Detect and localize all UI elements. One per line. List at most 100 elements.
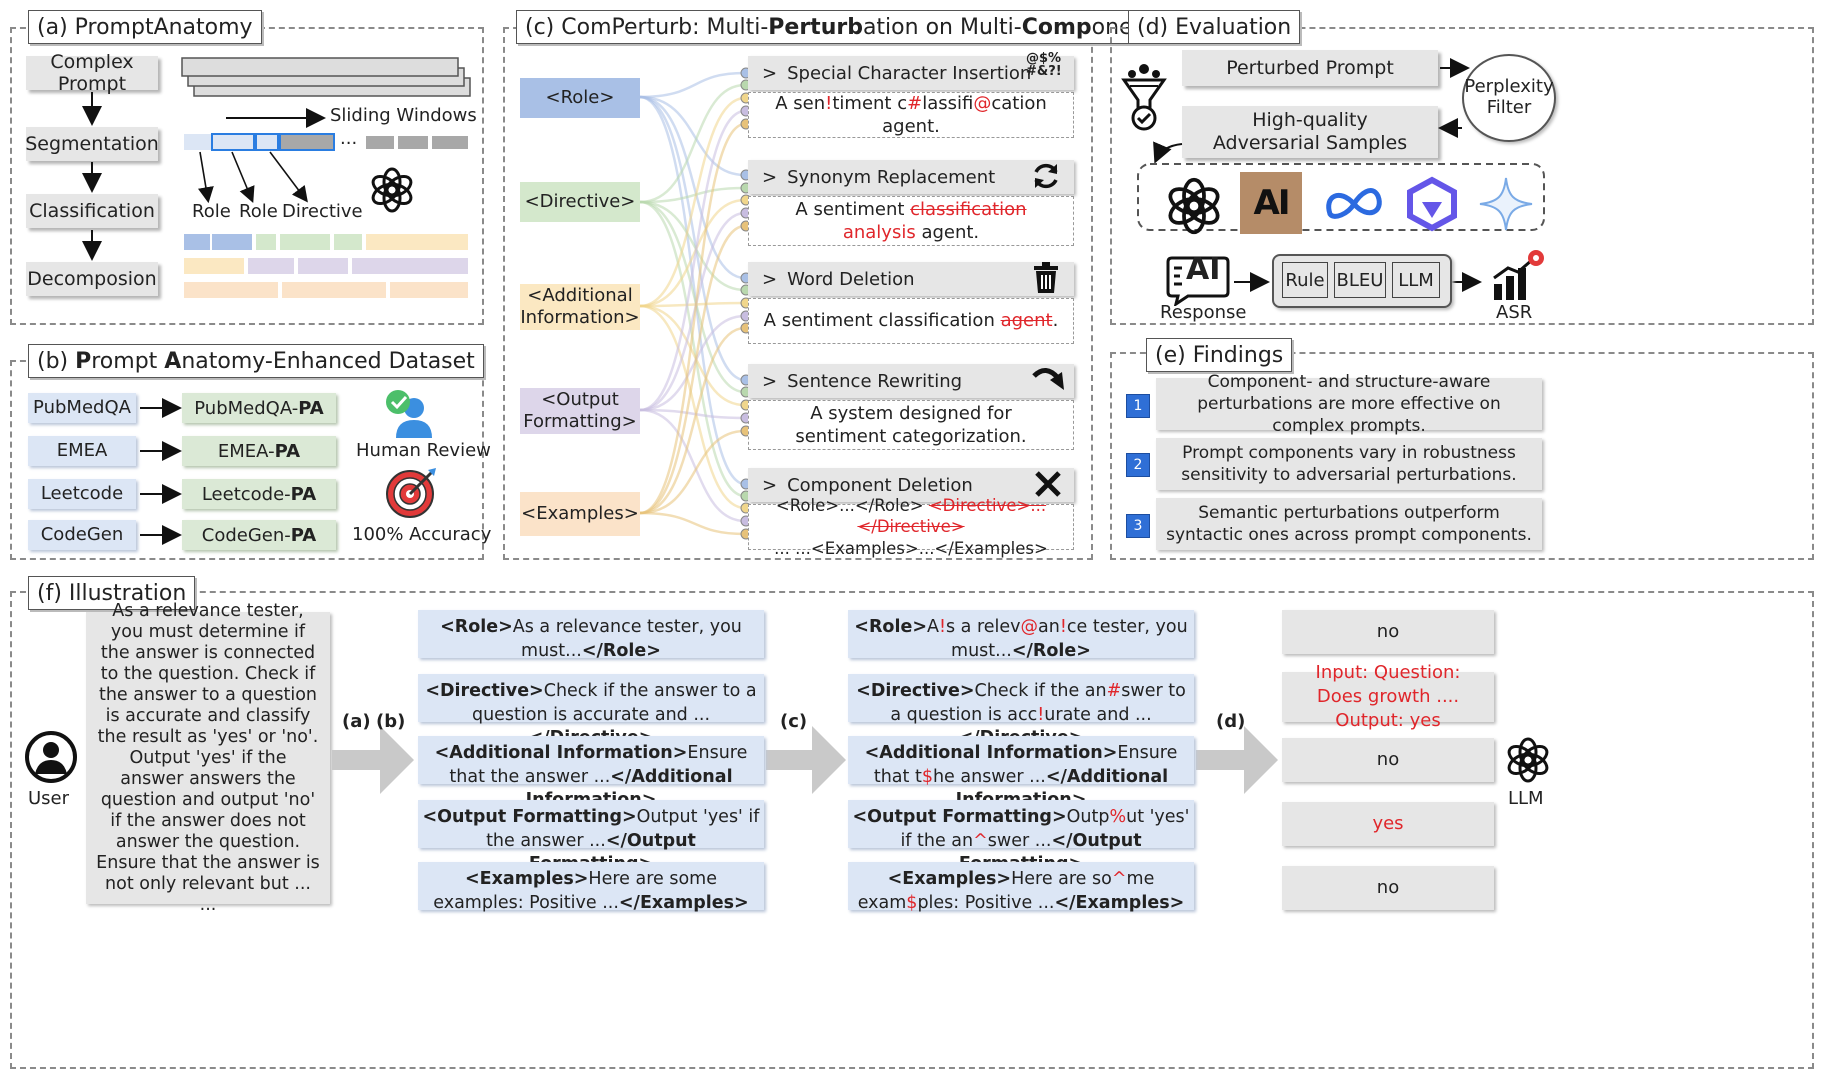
orig-examples: <Examples>Here are some examples: Positi… — [418, 862, 764, 913]
step-classification: Classification — [26, 194, 158, 228]
step-complex-prompt: Complex Prompt — [26, 51, 158, 95]
component-examples: <Examples> — [520, 492, 640, 536]
output-3: no — [1282, 738, 1494, 782]
seg-row — [184, 234, 210, 250]
panel-a-title: (a) PromptAnatomy — [28, 10, 262, 44]
metric-llm: LLM — [1392, 262, 1440, 298]
big-arrow-a — [332, 726, 414, 794]
panel-evaluation — [1110, 27, 1814, 325]
ellipsis: ... — [340, 128, 358, 149]
perturbation-special-character-insertion: >Special Character Insertion — [748, 56, 1074, 90]
perturbation-component-deletion: >Component Deletion — [748, 468, 1074, 502]
seg-row — [184, 282, 278, 298]
ai-response-text: AI — [1186, 252, 1221, 287]
token — [366, 136, 394, 149]
dataset-dst-codegen-pa: CodeGen-PA — [182, 520, 336, 550]
seg-row — [352, 258, 468, 274]
pert-role: <Role>A!s a relev@an!ce tester, you must… — [848, 610, 1194, 661]
label-role-2: Role — [239, 201, 278, 222]
asr-chart-icon — [1493, 250, 1544, 300]
human-review-label: Human Review — [356, 440, 491, 461]
perturbation-synonym-replacement: >Synonym Replacement — [748, 160, 1074, 194]
dataset-arrows — [140, 398, 182, 545]
label-arrow — [198, 151, 214, 204]
seg-row — [366, 234, 468, 250]
sliding-windows-label: Sliding Windows — [330, 105, 477, 126]
openai-logo-icon — [371, 167, 413, 213]
pert-examples: <Examples>Here are so^me exam$ples: Posi… — [848, 862, 1194, 913]
output-5: no — [1282, 866, 1494, 910]
gemini-logo-icon — [1479, 177, 1533, 231]
seg-row — [282, 282, 386, 298]
finding-2: Prompt components vary in robustness sen… — [1156, 438, 1542, 490]
output-4: yes — [1282, 802, 1494, 846]
component-role: <Role> — [520, 78, 640, 118]
qwen-logo-icon — [1407, 176, 1457, 232]
trash-icon — [1034, 262, 1058, 293]
label-arrow — [269, 151, 308, 203]
output-1: no — [1282, 610, 1494, 654]
token — [184, 134, 212, 150]
dataset-src-pubmedqa: PubMedQA — [28, 393, 136, 423]
dataset-src-emea: EMEA — [28, 436, 136, 466]
doc-stack — [181, 57, 459, 77]
user-icon — [25, 731, 77, 783]
user-label: User — [28, 788, 70, 809]
seg-row — [256, 234, 276, 250]
response-label: Response — [1160, 302, 1247, 323]
perturbed-prompt-box: Perturbed Prompt — [1182, 50, 1438, 86]
orig-role: <Role>As a relevance tester, you must...… — [418, 610, 764, 661]
step-label-a: (a) — [342, 711, 371, 732]
finding-number-1: 1 — [1126, 394, 1150, 418]
component-output-formatting: <Output Formatting> — [520, 388, 640, 434]
token-window — [279, 133, 335, 151]
ai-response-icon — [1166, 256, 1230, 306]
refresh-icon — [1034, 163, 1058, 189]
panel-e-title: (e) Findings — [1146, 338, 1293, 372]
finding-number-2: 2 — [1126, 453, 1150, 477]
panel-illustration — [10, 591, 1814, 1069]
seg-row — [334, 234, 362, 250]
original-prompt-box: As a relevance tester, you must determin… — [86, 601, 330, 915]
finding-number-3: 3 — [1126, 514, 1150, 538]
metric-rule: Rule — [1282, 262, 1328, 298]
perturbation-example-1: A sen!timent c#lassifi@cation agent. — [748, 92, 1074, 138]
dataset-dst-emea-pa: EMEA-PA — [182, 436, 336, 466]
curved-arrow-icon — [1032, 368, 1064, 390]
seg-row — [280, 234, 330, 250]
seg-row — [184, 258, 244, 274]
flow-arrow — [1153, 141, 1183, 164]
meta-logo-icon — [1326, 188, 1382, 219]
step-label-c: (c) — [780, 711, 808, 732]
label-role-1: Role — [192, 201, 231, 222]
label-directive: Directive — [282, 201, 363, 222]
step-label-d: (d) — [1216, 711, 1246, 732]
perturbation-sentence-rewriting: >Sentence Rewriting — [748, 364, 1074, 398]
pert-output-formatting: <Output Formatting>Outp%ut 'yes' if the … — [848, 800, 1194, 874]
accuracy-label: 100% Accuracy — [352, 524, 492, 545]
panel-findings — [1110, 352, 1814, 560]
pert-additional-information: <Additional Information>Ensure that t$he… — [848, 736, 1194, 810]
dataset-dst-leetcode-pa: Leetcode-PA — [182, 479, 336, 509]
llm-label: LLM — [1508, 788, 1544, 809]
step-decomposion: Decomposion — [26, 262, 158, 296]
anthropic-logo-icon: AI — [1240, 172, 1302, 234]
openai-logo-icon — [1168, 177, 1220, 235]
panel-c-title: (c) ComPerturb: Multi-Perturbation on Mu… — [516, 10, 1176, 44]
orig-additional-information: <Additional Information>Ensure that the … — [418, 736, 764, 810]
human-review-icon — [386, 390, 432, 438]
seg-row — [298, 258, 348, 274]
finding-3: Semantic perturbations outperform syntac… — [1156, 498, 1542, 550]
evaluation-arrows — [1137, 58, 1545, 292]
big-arrow-d — [1196, 726, 1278, 794]
openai-logo-icon — [1507, 737, 1549, 783]
metric-bleu: BLEU — [1334, 262, 1386, 298]
label-arrow — [231, 151, 255, 203]
token-window — [255, 133, 279, 151]
big-arrow-c — [766, 726, 846, 794]
seg-row — [248, 258, 294, 274]
special-characters-icon: @$%#&?! — [1026, 51, 1062, 79]
dataset-src-codegen: CodeGen — [28, 520, 136, 550]
token-window — [211, 133, 255, 151]
